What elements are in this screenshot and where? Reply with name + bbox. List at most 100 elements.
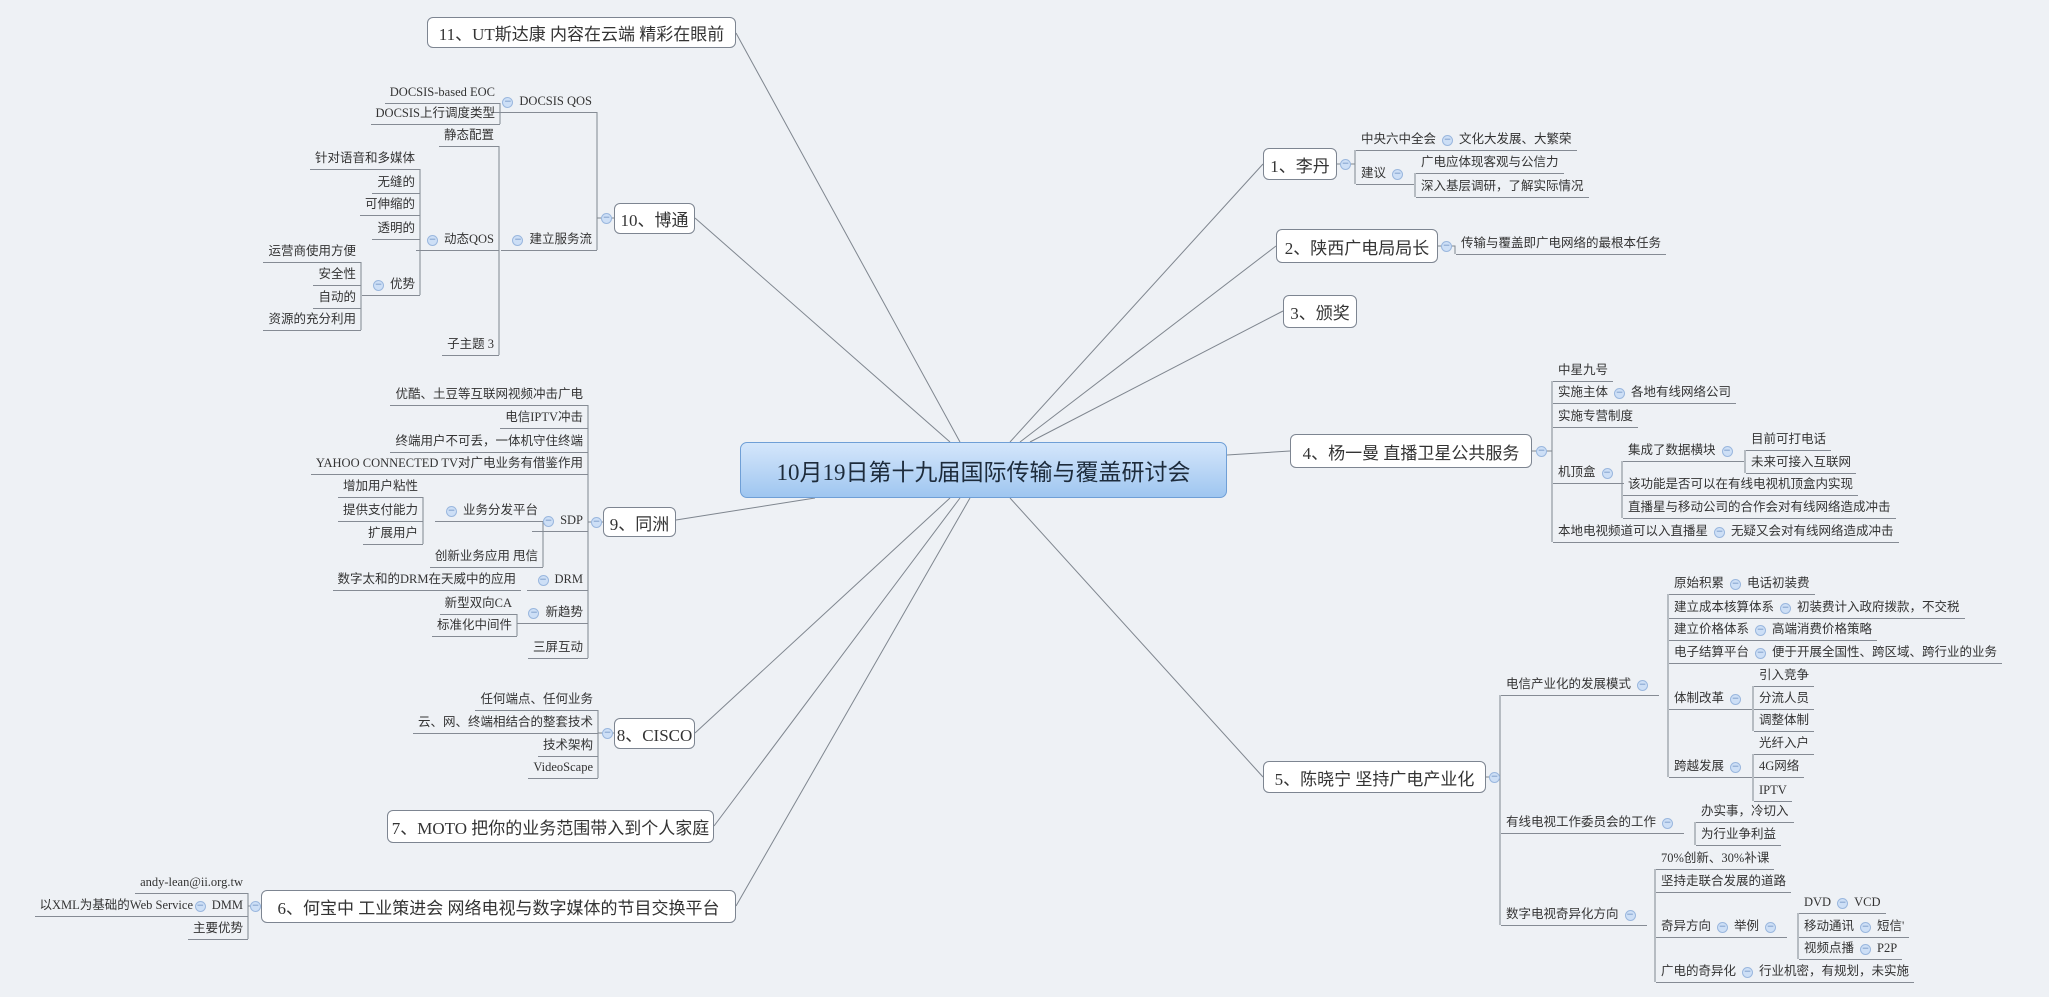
- leaf[interactable]: 深入基层调研，了解实际情况: [1416, 176, 1589, 198]
- collapse-icon[interactable]: −: [602, 728, 613, 739]
- leaf[interactable]: 以XML为基础的Web Service: [34, 895, 198, 917]
- topic-cisco[interactable]: 8、CISCO: [614, 718, 695, 749]
- collapse-icon[interactable]: −: [502, 96, 514, 108]
- leaf[interactable]: 70%创新、30%补课: [1656, 848, 1775, 870]
- subtopic[interactable]: 实施主体−各地有线网络公司: [1553, 382, 1737, 404]
- leaf[interactable]: 未来可接入互联网: [1746, 452, 1857, 474]
- leaf[interactable]: 可伸缩的: [359, 194, 420, 216]
- collapse-icon[interactable]: −: [445, 505, 457, 517]
- topic-li-dan[interactable]: 1、李丹: [1263, 148, 1337, 180]
- subtopic[interactable]: 集成了数据横块−: [1623, 440, 1744, 462]
- subtopic[interactable]: 建议−: [1356, 163, 1415, 185]
- subtopic[interactable]: 跨越发展−: [1669, 756, 1753, 778]
- collapse-icon[interactable]: −: [1742, 966, 1754, 978]
- collapse-icon[interactable]: −: [1624, 909, 1636, 921]
- subtopic[interactable]: −动态QOS: [415, 229, 499, 251]
- leaf[interactable]: 标准化中间件: [431, 615, 517, 637]
- collapse-icon[interactable]: −: [537, 574, 549, 586]
- subtopic[interactable]: −优势: [361, 274, 420, 296]
- collapse-icon[interactable]: −: [1837, 897, 1849, 909]
- subtopic[interactable]: −DRM: [526, 569, 588, 591]
- subtopic[interactable]: −建立服务流: [501, 229, 597, 251]
- collapse-icon[interactable]: −: [250, 901, 261, 912]
- topic-award[interactable]: 3、颁奖: [1283, 295, 1357, 328]
- leaf[interactable]: 无缝的: [372, 172, 420, 194]
- leaf[interactable]: 光纤入户: [1754, 733, 1815, 755]
- leaf[interactable]: 引入竞争: [1754, 665, 1815, 687]
- subtopic[interactable]: 本地电视频道可以入直播星−无疑又会对有线网络造成冲击: [1553, 521, 1899, 543]
- leaf[interactable]: 任何端点、任何业务: [475, 689, 598, 711]
- leaf[interactable]: 技术架构: [537, 735, 598, 757]
- leaf[interactable]: 扩展用户: [362, 523, 423, 545]
- leaf[interactable]: DOCSIS-based EOC: [384, 82, 500, 104]
- leaf[interactable]: 静态配置: [438, 125, 499, 147]
- topic-utstarcom[interactable]: 11、UT斯达康 内容在云端 精彩在眼前: [427, 17, 736, 48]
- collapse-icon[interactable]: −: [1340, 159, 1351, 170]
- subtopic[interactable]: −SDP: [532, 510, 588, 532]
- leaf[interactable]: 优酷、土豆等互联网视频冲击广电: [390, 384, 588, 406]
- leaf[interactable]: 透明的: [372, 218, 420, 240]
- leaf[interactable]: andy-lean@ii.org.tw: [135, 872, 248, 894]
- leaf[interactable]: 为行业争利益: [1696, 824, 1782, 846]
- subtopic[interactable]: 电子结算平台−便于开展全国性、跨区域、跨行业的业务: [1669, 642, 2003, 664]
- collapse-icon[interactable]: −: [1489, 772, 1500, 783]
- leaf[interactable]: 运营商使用方便: [263, 241, 361, 263]
- collapse-icon[interactable]: −: [543, 515, 555, 527]
- subtopic[interactable]: 原始积累−电话初装费: [1669, 573, 1815, 595]
- leaf[interactable]: 提供支付能力: [337, 500, 423, 522]
- collapse-icon[interactable]: −: [1730, 578, 1742, 590]
- collapse-icon[interactable]: −: [1601, 467, 1613, 479]
- leaf[interactable]: 直播星与移动公司的合作会对有线网络造成冲击: [1623, 497, 1896, 519]
- leaf[interactable]: IPTV: [1754, 780, 1792, 802]
- collapse-icon[interactable]: −: [1755, 624, 1767, 636]
- subtopic[interactable]: 移动通讯−短信': [1799, 916, 1910, 938]
- leaf[interactable]: 云、网、终端相结合的整套技术: [412, 712, 598, 734]
- collapse-icon[interactable]: −: [512, 234, 524, 246]
- collapse-icon[interactable]: −: [591, 517, 602, 528]
- collapse-icon[interactable]: −: [1730, 693, 1742, 705]
- leaf[interactable]: 资源的充分利用: [263, 309, 361, 331]
- collapse-icon[interactable]: −: [1860, 943, 1872, 955]
- subtopic[interactable]: −新趋势: [517, 602, 588, 624]
- topic-broadcom[interactable]: 10、博通: [614, 203, 695, 234]
- subtopic[interactable]: 机顶盒−: [1553, 462, 1624, 484]
- collapse-icon[interactable]: −: [1614, 387, 1626, 399]
- collapse-icon[interactable]: −: [1714, 526, 1726, 538]
- leaf[interactable]: 三屏互动: [527, 637, 588, 659]
- leaf[interactable]: 广电应体现客观与公信力: [1416, 152, 1564, 174]
- subtopic[interactable]: 中央六中全会−文化大发展、大繁荣: [1356, 129, 1577, 151]
- collapse-icon[interactable]: −: [426, 234, 438, 246]
- collapse-icon[interactable]: −: [1442, 134, 1454, 146]
- leaf[interactable]: 创新业务应用 甩信: [429, 546, 543, 568]
- leaf[interactable]: 坚持走联合发展的道路: [1656, 871, 1792, 893]
- collapse-icon[interactable]: −: [1860, 921, 1872, 933]
- leaf[interactable]: 办实事，冷切入: [1696, 801, 1794, 823]
- leaf[interactable]: 4G网络: [1754, 756, 1805, 778]
- subtopic[interactable]: 数字电视奇异化方向−: [1501, 904, 1647, 926]
- collapse-icon[interactable]: −: [1662, 817, 1674, 829]
- leaf[interactable]: 传输与覆盖即广电网络的最根本任务: [1456, 233, 1667, 255]
- subtopic[interactable]: 建立价格体系−高端消费价格策略: [1669, 619, 1878, 641]
- leaf[interactable]: 增加用户粘性: [337, 476, 423, 498]
- leaf[interactable]: YAHOO CONNECTED TV对广电业务有借鉴作用: [310, 453, 588, 475]
- leaf[interactable]: 数字太和的DRM在天威中的应用: [332, 569, 521, 591]
- leaf[interactable]: 目前可打电话: [1746, 429, 1832, 451]
- leaf[interactable]: 自动的: [313, 287, 361, 309]
- collapse-icon[interactable]: −: [1637, 679, 1649, 691]
- subtopic[interactable]: 建立成本核算体系−初装费计入政府拨款，不交税: [1669, 597, 1965, 619]
- collapse-icon[interactable]: −: [1721, 445, 1733, 457]
- collapse-icon[interactable]: −: [528, 607, 540, 619]
- subtopic[interactable]: 体制改革−: [1669, 688, 1753, 710]
- collapse-icon[interactable]: −: [1765, 921, 1777, 933]
- subtopic[interactable]: 电信产业化的发展模式−: [1501, 674, 1660, 696]
- collapse-icon[interactable]: −: [1441, 241, 1452, 252]
- collapse-icon[interactable]: −: [1780, 602, 1792, 614]
- topic-chen-xiaoning[interactable]: 5、陈晓宁 坚持广电产业化: [1263, 761, 1486, 793]
- leaf[interactable]: 实施专营制度: [1553, 406, 1639, 428]
- topic-yang-yiman[interactable]: 4、杨一曼 直播卫星公共服务: [1290, 434, 1532, 468]
- subtopic[interactable]: 奇异方向−举例−: [1656, 916, 1788, 938]
- subtopic[interactable]: 视频点播−P2P: [1799, 938, 1903, 960]
- leaf[interactable]: 终端用户不可丢，一体机守住终端: [390, 431, 588, 453]
- collapse-icon[interactable]: −: [1392, 168, 1404, 180]
- topic-shaanxi[interactable]: 2、陕西广电局局长: [1276, 229, 1438, 263]
